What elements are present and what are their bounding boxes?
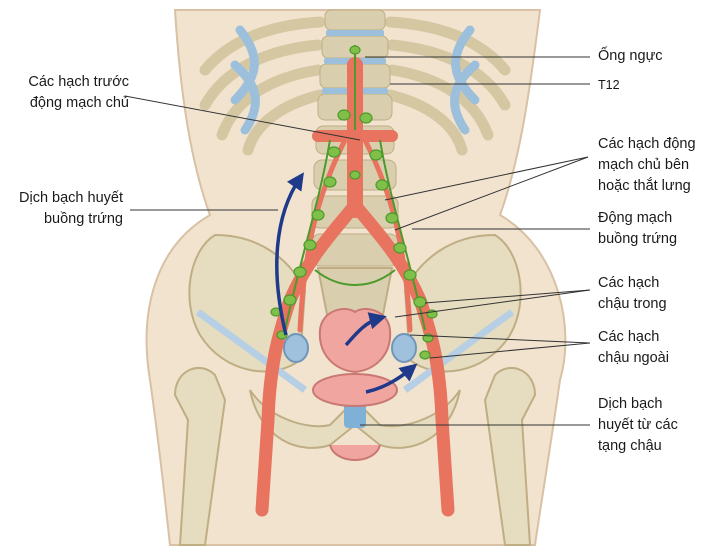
leader-lines [124, 56, 591, 426]
label-dich-bach-huyet-buong-trung: Dịch bạch huyết buồng trứng [19, 190, 123, 227]
label-t12: T12 [598, 78, 620, 92]
uterus [283, 308, 417, 461]
label-hach-chau-trong: Các hạch chậu trong [598, 275, 667, 312]
label-hach-chau-ngoai: Các hạch chậu ngoài [598, 329, 669, 366]
label-dich-bach-huyet-tang-chau: Dịch bạch huyết từ các tạng chậu [598, 396, 678, 454]
lymph-flow-arrows [275, 172, 418, 394]
label-ong-nguc: Ống ngực [598, 48, 663, 64]
label-hach-truoc-dong-mach-chu: Các hạch trước động mạch chủ [28, 74, 129, 111]
label-hach-dong-mach-chu-ben: Các hạch động mạch chủ bên hoặc thắt lưn… [598, 136, 696, 194]
rib-cage [199, 16, 511, 156]
label-dong-mach-buong-trung: Động mạch buồng trứng [598, 210, 678, 247]
